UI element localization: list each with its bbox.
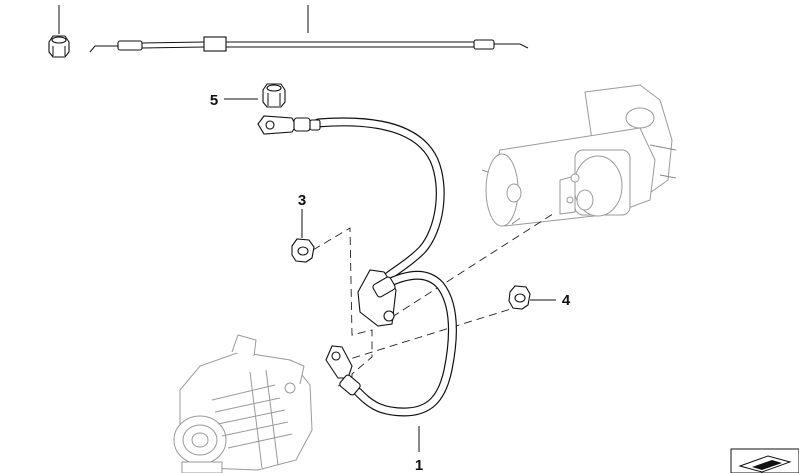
alternator-icon (173, 334, 313, 473)
starter-motor[interactable] (481, 84, 677, 227)
hex-nut-icon (508, 285, 531, 310)
hex-nut-terminal[interactable] (224, 83, 286, 108)
arrow-icon (738, 455, 792, 473)
hex-nut-icon (291, 238, 315, 263)
inline-cable-icon (89, 36, 529, 53)
alternator[interactable] (173, 334, 313, 473)
callout-3-label: 3 (298, 192, 306, 209)
starter-motor-icon (481, 84, 677, 227)
inline-cable-preview[interactable] (89, 5, 529, 53)
hex-nut-icon (262, 83, 286, 108)
battery-cable[interactable] (257, 115, 457, 452)
hex-nut-starter[interactable] (508, 285, 556, 310)
callout-5-label: 5 (210, 92, 218, 109)
callout-1-label: 1 (415, 457, 423, 473)
battery-cable-icon (257, 115, 457, 417)
hex-nut-alternator[interactable] (291, 209, 315, 263)
callout-4-label: 4 (562, 292, 571, 309)
nut-icon (48, 35, 70, 58)
corner-arrow-button[interactable] (730, 448, 799, 473)
nut-preview[interactable] (48, 5, 70, 58)
